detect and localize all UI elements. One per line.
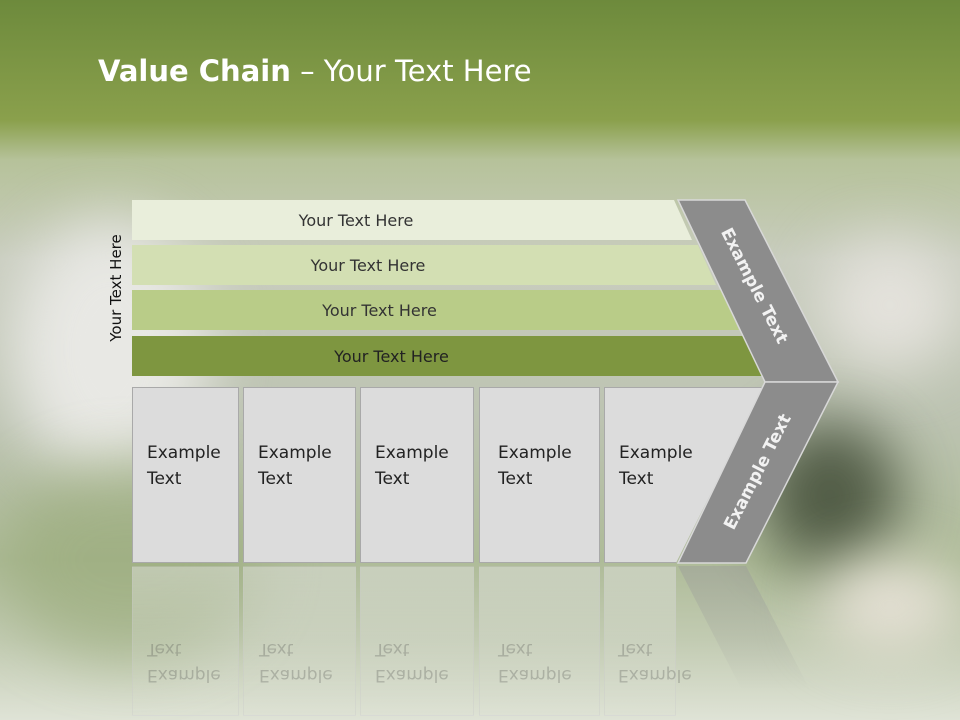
reflection-box [479, 566, 600, 716]
box-line-1: Example [498, 443, 572, 463]
box-line-1: Example [147, 443, 221, 463]
chevron-reflection [678, 566, 810, 690]
support-bar-label: Your Text Here [298, 210, 414, 230]
background-blob [820, 560, 960, 650]
primary-activity-box-3: Example Text [360, 387, 474, 563]
support-bar-4: Your Text Here [132, 336, 763, 376]
primary-activity-box-4: Example Text [479, 387, 600, 563]
support-bar-label: Your Text Here [310, 255, 426, 275]
box-line-2: Text [498, 469, 533, 489]
reflection-box [604, 566, 676, 716]
reflection-box [132, 566, 239, 716]
support-bar-label: Your Text Here [334, 346, 449, 366]
support-bar-1: Your Text Here [132, 200, 692, 240]
support-bar-label: Your Text Here [322, 300, 437, 320]
background-blob [820, 240, 960, 370]
reflection-box [360, 566, 474, 716]
box-line-1: Example [258, 443, 332, 463]
box-line-2: Text [619, 469, 654, 489]
primary-activity-box-1: Example Text [132, 387, 239, 563]
box-line-2: Text [375, 469, 410, 489]
title-rest: – Your Text Here [290, 54, 532, 88]
chevron-lower-arm [676, 381, 840, 564]
primary-activity-box-2: Example Text [243, 387, 356, 563]
box-line-1: Example [619, 443, 693, 463]
support-bar-3: Your Text Here [132, 290, 739, 330]
box-line-2: Text [147, 469, 182, 489]
support-bar-2: Your Text Here [132, 245, 716, 285]
page-title: Value Chain – Your Text Here [98, 54, 532, 88]
box-line-2: Text [258, 469, 293, 489]
title-bold: Value Chain [98, 54, 291, 88]
reflection-box [243, 566, 356, 716]
box-line-1: Example [375, 443, 449, 463]
